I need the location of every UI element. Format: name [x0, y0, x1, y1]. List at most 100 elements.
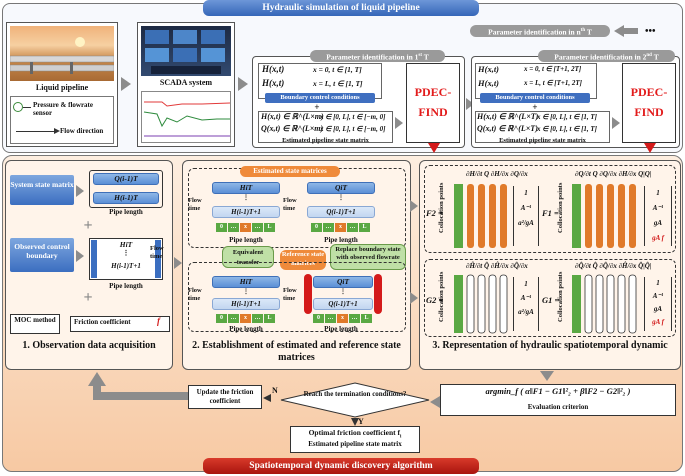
eq1-h2c: x = L, t ∈ [1, T]	[313, 79, 363, 88]
estimated-label: Estimated state matrices	[240, 166, 340, 177]
g2-label: G2 =	[426, 295, 444, 305]
obs-vdots: ⋮	[122, 249, 130, 257]
g1-label: G1 =	[542, 295, 560, 305]
optimal-label: Optimal friction coefficient fi	[308, 428, 402, 440]
flow-arrow-head	[54, 128, 60, 134]
eq1-s1c: x ∈ [0, L], t ∈ [−m, 0]	[320, 113, 386, 121]
moc-box	[10, 314, 60, 334]
observed-boundary-label: Observed control boundary	[14, 242, 70, 260]
cell-x: x	[337, 314, 348, 323]
pde-find-2nd: PDEC-FIND	[622, 63, 676, 143]
flow-arrow-line	[16, 131, 56, 132]
g2-matrix	[454, 274, 510, 334]
cell-l: L	[264, 223, 275, 232]
system-state-label: System state matrix	[10, 180, 74, 189]
obs-h-it: HiT	[119, 240, 133, 249]
g1-coeff-1: 1	[656, 279, 660, 287]
arrow-scada-to-param	[238, 77, 248, 91]
f1-coeff-2: A⁻¹	[652, 204, 664, 212]
arrow-s3-to-eval	[540, 371, 554, 381]
eq2-h1c: x = 0, t ∈ [T+1, 2T]	[524, 65, 582, 73]
cell-x: x	[240, 314, 251, 323]
pipe-length-1: Pipe length	[109, 208, 143, 216]
g1-matrix	[572, 274, 638, 334]
friction-box	[70, 316, 170, 332]
flow-time-2a: Flow time	[188, 197, 202, 212]
cell-dots2: …	[349, 314, 360, 323]
f2-coeff-1: 1	[524, 189, 528, 197]
top-banner: Hydraulic simulation of liquid pipeline	[203, 0, 479, 16]
bcc-1st-label: Boundary control conditions	[265, 93, 375, 103]
loop-arrow-line	[93, 392, 188, 400]
ref-q-right-red	[374, 274, 382, 314]
g2-terms: ∂Ĥ/∂t Q̂ ∂Ĥ/∂x ∂Q̂/∂x	[466, 262, 528, 270]
observed-boundary-box	[10, 238, 74, 272]
section2-title: 2. Establishment of estimated and refere…	[192, 340, 401, 363]
optimal-estimated-label: Estimated pipeline state matrix	[308, 440, 402, 448]
ref-q-sub: Q(i-1)T+1	[313, 298, 373, 310]
f2-terms: ∂H/∂t Q ∂H/∂x ∂Q/∂x	[466, 170, 528, 178]
est-q-cells: 0…x…L	[311, 223, 371, 232]
g-region	[424, 259, 676, 337]
state-1st	[258, 111, 393, 143]
scada-label: SCADA system	[159, 78, 213, 87]
plus-s1a: +	[83, 217, 93, 234]
eq2-h2: H(x,t)	[478, 78, 500, 88]
cell-dots: …	[323, 223, 334, 232]
param-nth-title: Parameter identification in nth T	[470, 25, 610, 37]
red-arrow-1st	[428, 143, 440, 153]
f1-coeff-1: 1	[656, 189, 660, 197]
arrow-s2-to-s3-bottom	[410, 292, 418, 304]
g2-coeff-3: a²/gA	[518, 308, 534, 316]
arrow-1st-to-pde	[395, 117, 403, 129]
system-state-box	[10, 175, 74, 205]
loop-arrow-up	[88, 372, 106, 386]
cell-dots2: …	[252, 223, 263, 232]
f2-coeff-3: a²/gA	[518, 219, 534, 227]
g1-terms: ∂Q̂/∂t Q̂ ∂Q̂/∂x ∂Ĥ/∂x Q̂|Q̂|	[575, 262, 652, 270]
flow-time-2b: Flow time	[283, 197, 297, 212]
g2-coeff-1: 1	[524, 280, 528, 288]
pipe-length-3: Pipe length	[229, 236, 263, 244]
ref-h-cells: 0…x…L	[216, 314, 276, 323]
g1-coeffs: 1 A⁻¹ gA gA f	[644, 277, 672, 331]
scada-trend-lines	[143, 101, 231, 137]
section3-title: 3. Representation of hydraulic spatiotem…	[432, 340, 668, 351]
ref-q-left-red	[304, 274, 312, 314]
ref-h-it: HiT	[212, 276, 280, 288]
cell-0: 0	[313, 314, 324, 323]
arrow-eval-to-decision	[430, 396, 440, 408]
plus-s1b: +	[83, 289, 93, 306]
ref-q-it: QiT	[313, 276, 373, 288]
ref-h-sub: H(i-1)T+1	[212, 298, 280, 310]
scada-chart	[141, 91, 231, 143]
g2-coeffs: 1 A⁻¹ a²/gA	[513, 277, 539, 331]
state-2nd	[475, 111, 610, 143]
loop-arrow-vert	[93, 384, 101, 398]
cell-dots: …	[228, 223, 239, 232]
sensor-line	[23, 107, 31, 108]
eq2-s2: Q(x,t) ∈ ℝ^(L×T)	[477, 124, 538, 133]
f2-columns	[454, 184, 507, 248]
decision-diamond	[280, 382, 430, 418]
eq1-s2: Q(x,t) ∈ ℝ^(L×m)	[261, 124, 324, 133]
est-q-it: QiT	[307, 182, 375, 194]
eq1-h2: H(x,t)	[262, 78, 285, 88]
pipe-length-6: Pipe length	[324, 325, 358, 333]
ref-q-cells: 0…x…L	[313, 314, 373, 323]
obs-left-bar	[91, 240, 97, 278]
f2-coeffs: 1 A⁻¹ a²/gA	[513, 186, 539, 246]
arrow-to-nth	[614, 25, 624, 37]
cell-l: L	[264, 314, 275, 323]
cell-dots: …	[228, 314, 239, 323]
est-h-cells: 0…x…L	[216, 223, 276, 232]
obs-right-bar	[155, 240, 161, 278]
pipe-length-5: Pipe length	[229, 325, 263, 333]
cell-0: 0	[216, 314, 227, 323]
evaluation-label: Evaluation criterion	[527, 403, 589, 411]
argmin-formula: argmin_f ( α‖F1 − G1‖²₂ + β‖F2 − G2‖²₂ )	[485, 386, 631, 396]
optimal-box	[290, 426, 420, 453]
arrow-param-1-to-2	[466, 98, 474, 110]
f1-columns	[572, 184, 636, 248]
pipe-length-2: Pipe length	[109, 282, 143, 290]
